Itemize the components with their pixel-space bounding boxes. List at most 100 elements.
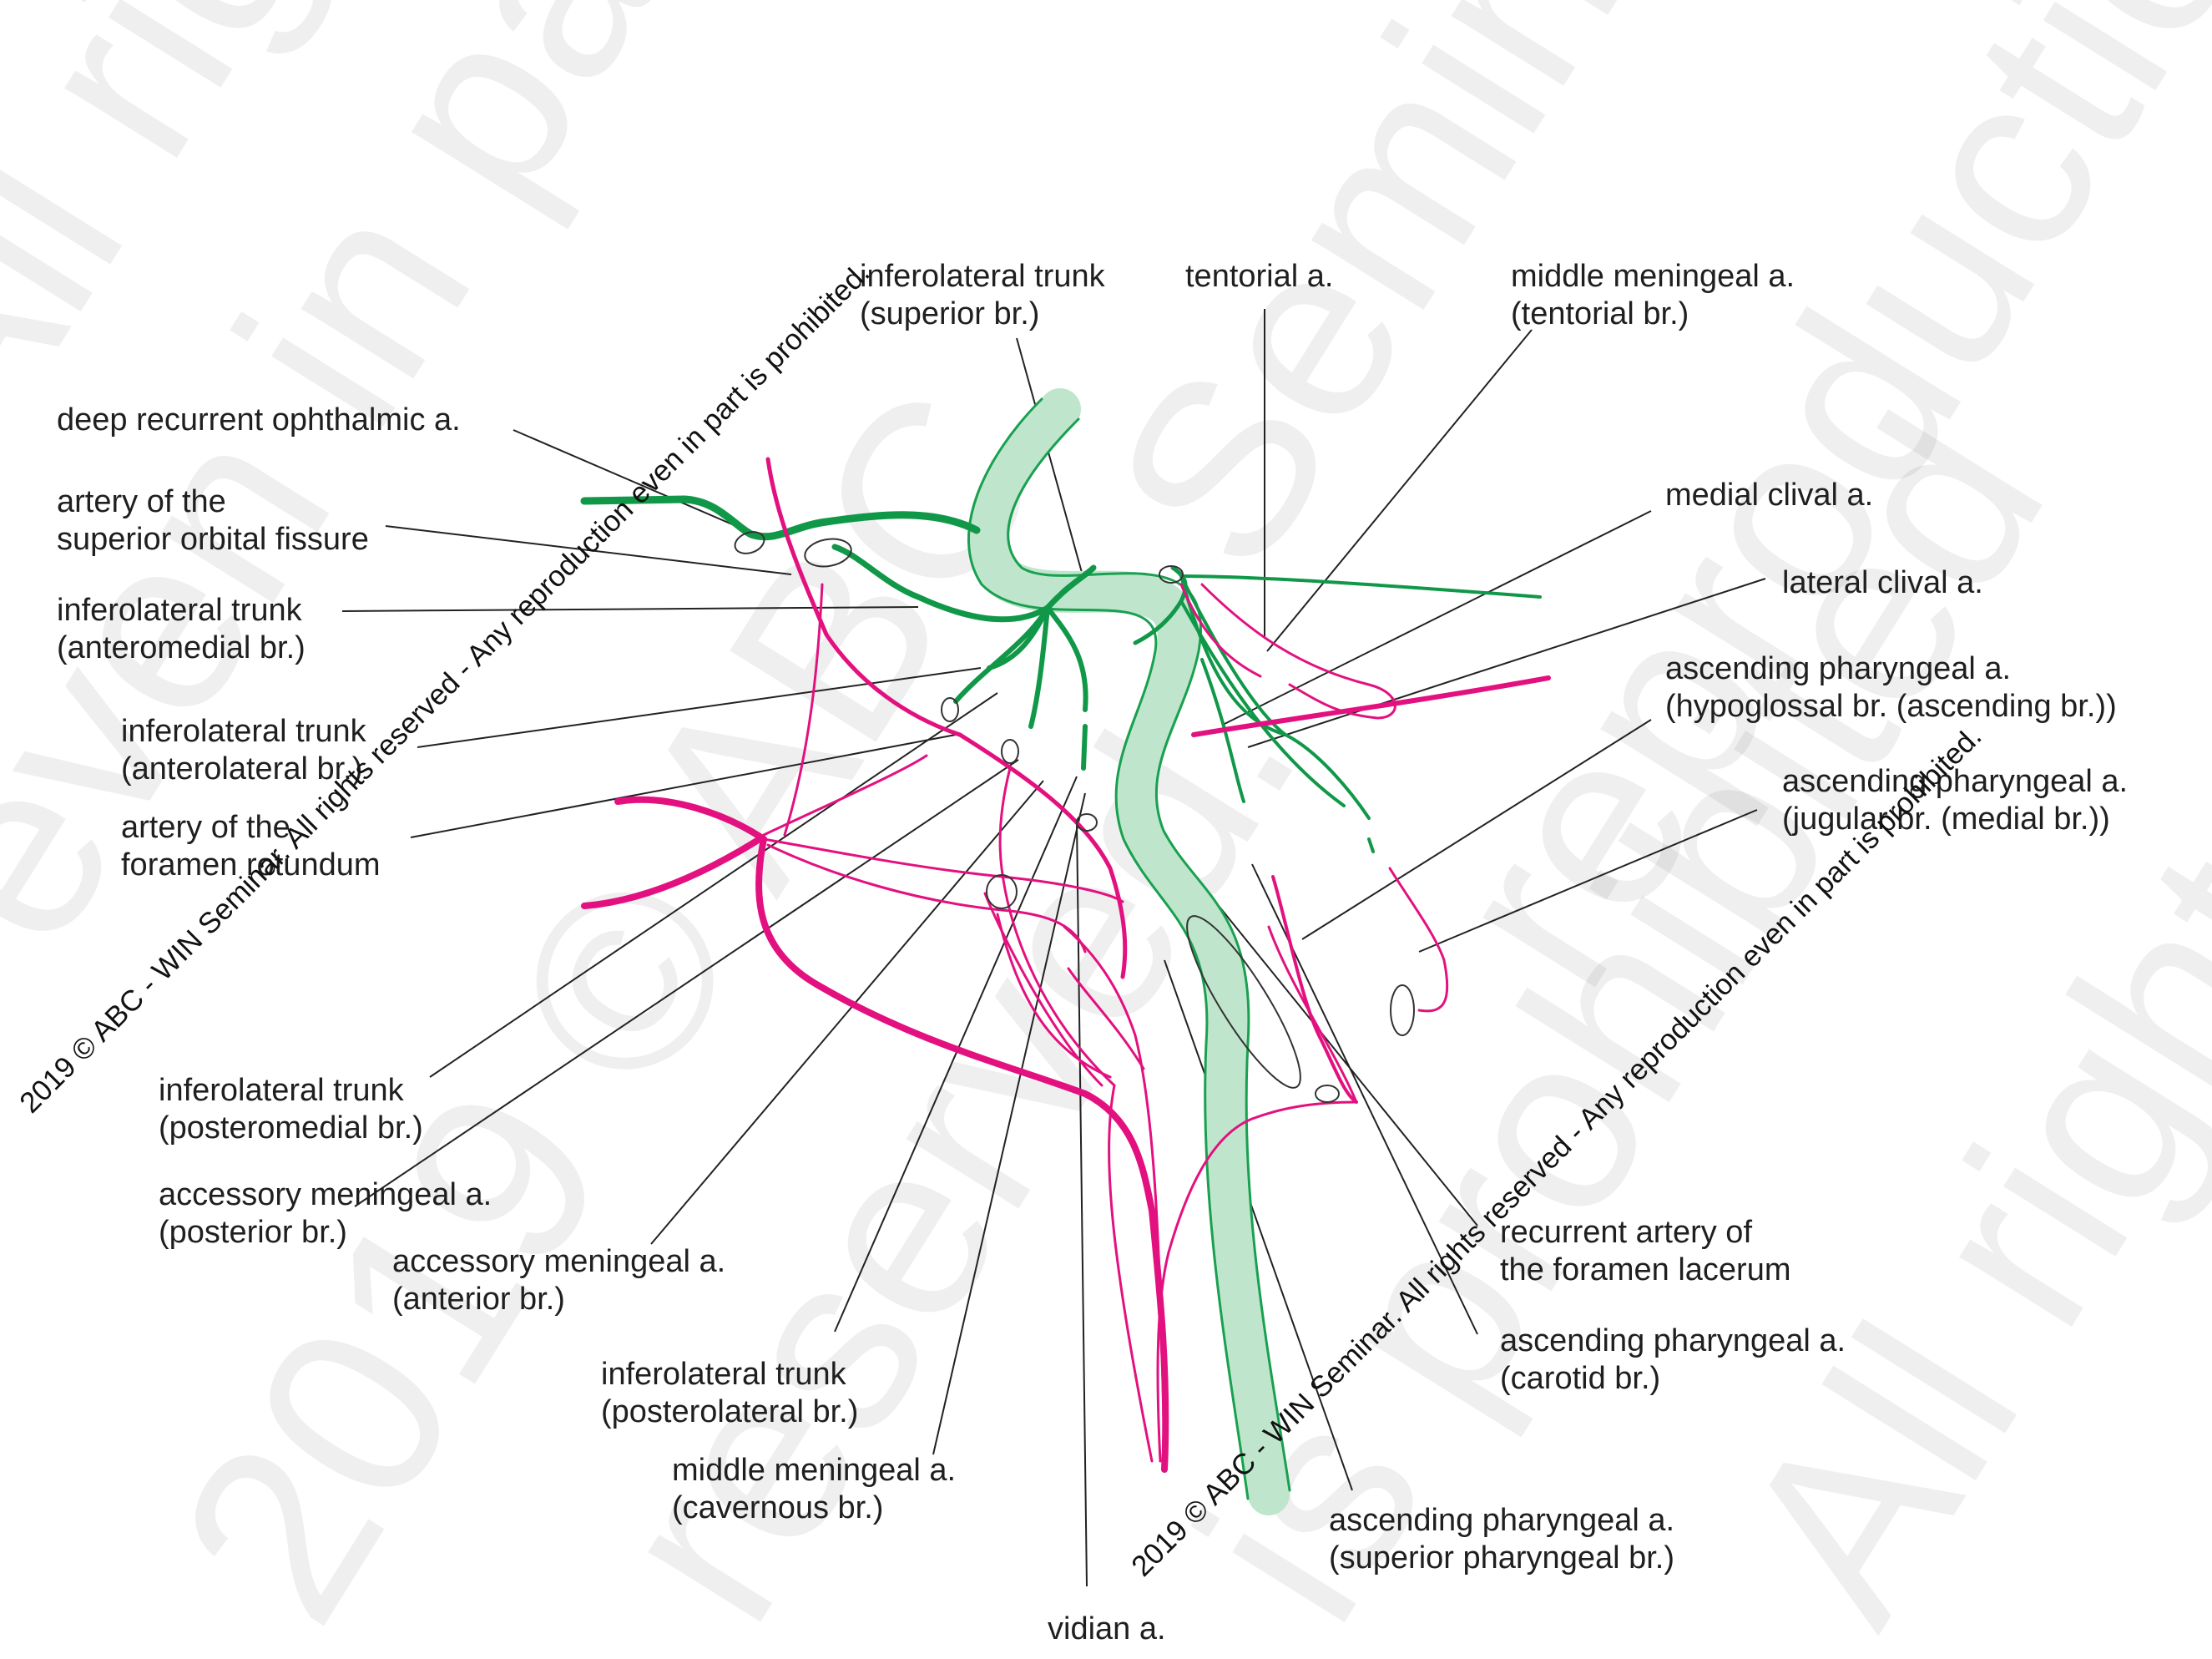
leader-line (1266, 329, 1533, 652)
label-superior-orbital-fissure: superior orbital fissure (57, 522, 369, 557)
label-mma-tentorial: (tentorial br.) (1511, 296, 1689, 331)
leader-lines (341, 309, 1766, 1587)
label-ilt-anterolateral: inferolateral trunk (121, 714, 367, 749)
pink-vessel (1067, 967, 1145, 1070)
label-ilt-superior: (superior br.) (860, 296, 1039, 331)
pink-vessel (1267, 925, 1358, 1104)
labels-right: inferolateral trunk (superior br.) tento… (860, 259, 2128, 1576)
label-apa-carotid: (carotid br.) (1500, 1361, 1660, 1396)
green-vessel (1081, 724, 1088, 771)
label-apa-jugular: (jugular br. (medial br.)) (1782, 802, 2110, 837)
pink-vessel (1108, 1084, 1154, 1463)
label-acc-meningeal-posterior: accessory meningeal a. (159, 1177, 492, 1212)
label-recurrent-foramen-lacerum: the foramen lacerum (1500, 1252, 1791, 1287)
pink-vessel (1200, 583, 1396, 720)
label-superior-orbital-fissure: artery of the (57, 484, 226, 519)
pink-vessel (783, 583, 824, 837)
green-vessel (1045, 605, 1088, 712)
leader-line (834, 776, 1078, 1333)
leader-line (341, 606, 919, 612)
label-ilt-posteromedial: inferolateral trunk (159, 1073, 405, 1108)
label-ilt-posterolateral: (posterolateral br.) (601, 1394, 858, 1429)
pink-vessel (614, 796, 767, 842)
anastomosis-loop (804, 538, 852, 568)
anastomosis-loops (734, 531, 1415, 1103)
pink-vessel (996, 913, 1112, 1079)
leader-line (417, 667, 982, 748)
label-mma-cavernous: middle meningeal a. (672, 1453, 956, 1488)
pink-vessel (765, 457, 962, 737)
label-tentorial: tentorial a. (1185, 259, 1333, 294)
pink-vessel (1388, 867, 1449, 1013)
leader-line (410, 734, 957, 838)
label-apa-hypoglossal: ascending pharyngeal a. (1665, 651, 2011, 686)
label-medial-clival: medial clival a. (1665, 478, 1873, 513)
anastomosis-loop (986, 874, 1018, 909)
leader-line (1418, 809, 1758, 953)
label-foramen-rotundum: foramen rotundum (121, 847, 381, 883)
leader-line (1076, 822, 1088, 1587)
green-vessel (831, 544, 1051, 623)
green-vessel (580, 495, 981, 541)
pink-vessel (1271, 875, 1358, 1104)
labels-left: deep recurrent ophthalmic a. artery of t… (57, 402, 1166, 1646)
label-vidian: vidian a. (1048, 1611, 1166, 1646)
label-ilt-anteromedial: (anteromedial br.) (57, 630, 306, 665)
label-lateral-clival: lateral clival a. (1782, 565, 1983, 600)
green-vessel (1044, 564, 1097, 611)
anastomosis-loop (1315, 1085, 1340, 1103)
anastomosis-loop (941, 697, 959, 722)
internal-carotid-artery (967, 388, 1291, 1515)
label-recurrent-foramen-lacerum: recurrent artery of (1500, 1215, 1752, 1250)
label-foramen-rotundum: artery of the (121, 810, 290, 845)
leader-line (385, 525, 792, 575)
label-ilt-superior: inferolateral trunk (860, 259, 1106, 294)
anastomosis-loop (1076, 813, 1098, 832)
label-ilt-anterolateral: (anterolateral br.) (121, 751, 362, 787)
pink-vessel (1179, 583, 1262, 678)
pink-vessel (581, 836, 763, 909)
label-mma-tentorial: middle meningeal a. (1511, 259, 1795, 294)
anastomosis-loop (1001, 739, 1019, 764)
anastomosis-loop (734, 531, 765, 554)
leader-line (1301, 719, 1652, 940)
leader-line (1247, 578, 1766, 748)
pink-vessel (762, 837, 1124, 903)
label-apa-superior-pharyngeal: (superior pharyngeal br.) (1329, 1540, 1674, 1576)
anastomosis-loop (1186, 915, 1301, 1089)
pink-vessel (1191, 675, 1551, 737)
label-apa-hypoglossal: (hypoglossal br. (ascending br.)) (1665, 689, 2117, 724)
leader-line (1164, 959, 1353, 1491)
leader-line (513, 429, 756, 535)
label-apa-carotid: ascending pharyngeal a. (1500, 1323, 1846, 1358)
leader-line (429, 692, 998, 1078)
green-vessel (1367, 837, 1375, 853)
label-ilt-anteromedial: inferolateral trunk (57, 593, 303, 628)
label-apa-superior-pharyngeal: ascending pharyngeal a. (1329, 1503, 1674, 1538)
green-vessel (1179, 574, 1542, 599)
pink-vessel (983, 892, 1103, 1087)
anastomosis-loop (1159, 565, 1184, 584)
pink-vessels (581, 457, 1551, 1473)
label-mma-cavernous: (cavernous br.) (672, 1490, 883, 1525)
leader-line (932, 792, 1086, 1455)
leader-line (650, 780, 1044, 1245)
anastomosis-loop (1390, 984, 1415, 1036)
green-vessel (1028, 605, 1050, 729)
leader-line (1016, 337, 1086, 585)
pink-vessel (1156, 1100, 1358, 1463)
label-acc-meningeal-anterior: accessory meningeal a. (392, 1244, 725, 1279)
pink-vessel (998, 766, 1116, 1087)
label-apa-jugular: ascending pharyngeal a. (1782, 764, 2128, 799)
leader-line (354, 759, 1019, 1207)
pink-vessel (762, 754, 928, 837)
green-vessel (1179, 599, 1346, 807)
pink-vessel (957, 732, 1128, 979)
green-vessel (953, 605, 1050, 704)
label-acc-meningeal-anterior: (anterior br.) (392, 1282, 565, 1317)
label-deep-recurrent-ophthalmic: deep recurrent ophthalmic a. (57, 402, 461, 438)
leader-line (1222, 510, 1652, 726)
label-ilt-posterolateral: inferolateral trunk (601, 1357, 847, 1392)
label-acc-meningeal-posterior: (posterior br.) (159, 1215, 347, 1250)
